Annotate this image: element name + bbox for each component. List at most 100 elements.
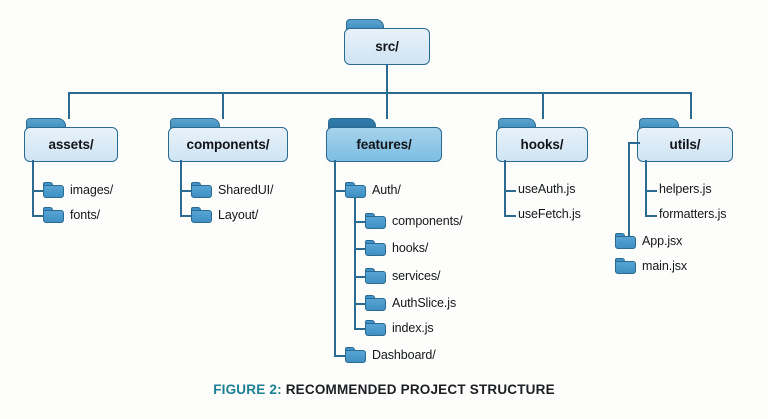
connector-features-auth	[334, 190, 346, 192]
connector-drop-features	[386, 92, 388, 119]
folder-icon	[43, 207, 64, 223]
leaf-label: App.jsx	[642, 234, 683, 248]
leaf-auth[interactable]: Auth/	[345, 182, 401, 198]
connector-utils-formatters	[645, 215, 657, 217]
folder-body: assets/	[24, 127, 118, 162]
connector-assets-spine	[32, 160, 34, 216]
leaf-helpers[interactable]: helpers.js	[659, 182, 712, 196]
folder-icon	[365, 268, 386, 284]
leaf-usefetch[interactable]: useFetch.js	[518, 207, 581, 221]
node-utils[interactable]: utils/	[637, 118, 733, 162]
leaf-auth-hooks[interactable]: hooks/	[365, 240, 428, 256]
connector-hooks-usefetch	[504, 215, 516, 217]
node-label: src/	[375, 39, 399, 54]
node-src[interactable]: src/	[344, 19, 430, 65]
connector-drop-components	[222, 92, 224, 119]
folder-icon	[615, 258, 636, 274]
folder-icon	[365, 240, 386, 256]
connector-assets-fonts	[32, 215, 44, 217]
folder-icon	[365, 213, 386, 229]
connector-auth-hooks	[354, 248, 366, 250]
folder-tab-icon	[498, 118, 536, 129]
folder-tab-icon	[26, 118, 66, 129]
leaf-app-jsx[interactable]: App.jsx	[615, 233, 682, 249]
folder-icon	[191, 207, 212, 223]
connector-drop-hooks	[542, 92, 544, 119]
folder-tab-icon	[170, 118, 220, 129]
folder-icon	[365, 295, 386, 311]
folder-icon	[615, 233, 636, 249]
folder-body: hooks/	[496, 127, 588, 162]
leaf-layout[interactable]: Layout/	[191, 207, 258, 223]
figure-caption: FIGURE 2: RECOMMENDED PROJECT STRUCTURE	[0, 382, 768, 397]
leaf-label: useFetch.js	[518, 207, 581, 221]
leaf-dashboard[interactable]: Dashboard/	[345, 347, 436, 363]
connector-bus	[68, 92, 690, 94]
leaf-label: SharedUI/	[218, 183, 274, 197]
folder-tab-icon	[328, 118, 376, 129]
node-features[interactable]: features/	[326, 118, 442, 162]
folder-body: features/	[326, 127, 442, 162]
folder-icon	[191, 182, 212, 198]
leaf-useauth[interactable]: useAuth.js	[518, 182, 575, 196]
leaf-auth-services[interactable]: services/	[365, 268, 441, 284]
folder-body: src/	[344, 28, 430, 65]
leaf-fonts[interactable]: fonts/	[43, 207, 100, 223]
connector-hooks-spine	[504, 160, 506, 216]
folder-tab-icon	[346, 19, 384, 30]
connector-hooks-useauth	[504, 190, 516, 192]
leaf-main-jsx[interactable]: main.jsx	[615, 258, 687, 274]
figure-caption-text: RECOMMENDED PROJECT STRUCTURE	[285, 382, 555, 397]
node-label: components/	[186, 137, 270, 152]
connector-auth-components	[354, 221, 366, 223]
folder-icon	[345, 347, 366, 363]
figure-caption-prefix: FIGURE 2:	[213, 382, 282, 397]
connector-components-sharedui	[180, 190, 192, 192]
connector-auth-index	[354, 328, 366, 330]
folder-icon	[345, 182, 366, 198]
leaf-label: services/	[392, 269, 441, 283]
connector-utils-helpers	[645, 190, 657, 192]
connector-features-dashboard	[334, 355, 346, 357]
connector-src-down	[386, 65, 388, 93]
connector-drop-assets	[68, 92, 70, 119]
leaf-auth-authslice[interactable]: AuthSlice.js	[365, 295, 456, 311]
folder-body: components/	[168, 127, 288, 162]
connector-auth-authslice	[354, 303, 366, 305]
connector-rootfiles-spine	[628, 142, 630, 241]
leaf-auth-components[interactable]: components/	[365, 213, 463, 229]
node-label: utils/	[669, 137, 701, 152]
connector-auth-services	[354, 276, 366, 278]
leaf-label: index.js	[392, 321, 434, 335]
leaf-label: hooks/	[392, 241, 429, 255]
folder-body: utils/	[637, 127, 733, 162]
leaf-label: Auth/	[372, 183, 401, 197]
leaf-formatters[interactable]: formatters.js	[659, 207, 727, 221]
leaf-label: Layout/	[218, 208, 259, 222]
leaf-label: Dashboard/	[372, 348, 436, 362]
node-label: features/	[356, 137, 412, 152]
leaf-label: main.jsx	[642, 259, 688, 273]
folder-tab-icon	[639, 118, 679, 129]
leaf-sharedui[interactable]: SharedUI/	[191, 182, 273, 198]
connector-components-spine	[180, 160, 182, 216]
node-assets[interactable]: assets/	[24, 118, 118, 162]
connector-assets-images	[32, 190, 44, 192]
connector-components-layout	[180, 215, 192, 217]
leaf-images[interactable]: images/	[43, 182, 113, 198]
node-components[interactable]: components/	[168, 118, 288, 162]
connector-utils-spine	[645, 160, 647, 216]
connector-auth-spine	[354, 198, 356, 328]
node-label: hooks/	[520, 137, 564, 152]
folder-icon	[365, 320, 386, 336]
node-hooks[interactable]: hooks/	[496, 118, 588, 162]
connector-rootfiles-stub	[628, 142, 640, 144]
leaf-label: components/	[392, 214, 463, 228]
connector-drop-utils	[690, 92, 692, 119]
node-label: assets/	[48, 137, 94, 152]
leaf-label: formatters.js	[659, 207, 727, 221]
leaf-auth-index[interactable]: index.js	[365, 320, 434, 336]
leaf-label: AuthSlice.js	[392, 296, 457, 310]
folder-icon	[43, 182, 64, 198]
